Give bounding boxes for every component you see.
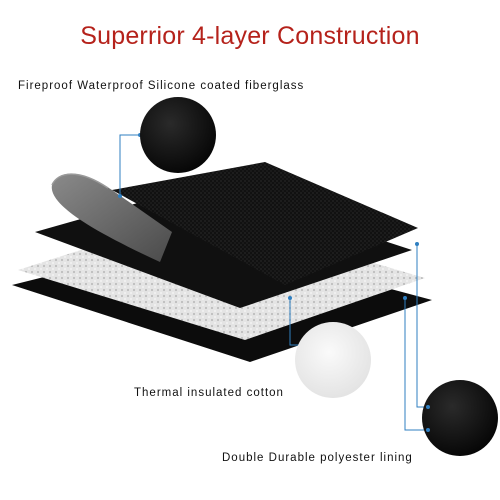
fiberglass-swatch — [140, 97, 216, 173]
cotton-layer-label: Thermal insulated cotton — [134, 387, 284, 399]
cotton-swatch — [295, 322, 371, 398]
polyester-layer-label: Double Durable polyester lining — [222, 452, 413, 464]
fiberglass-sheet — [112, 162, 418, 285]
fiberglass-leader — [119, 134, 140, 196]
page-title: Superrior 4-layer Construction — [80, 22, 420, 50]
peeled-corner — [51, 173, 172, 262]
fiberglass-layer-label: Fireproof Waterproof Silicone coated fib… — [18, 80, 305, 92]
lining-leader-1 — [416, 244, 428, 408]
lining-leader-2 — [404, 298, 428, 431]
polyester-swatch — [422, 380, 498, 456]
